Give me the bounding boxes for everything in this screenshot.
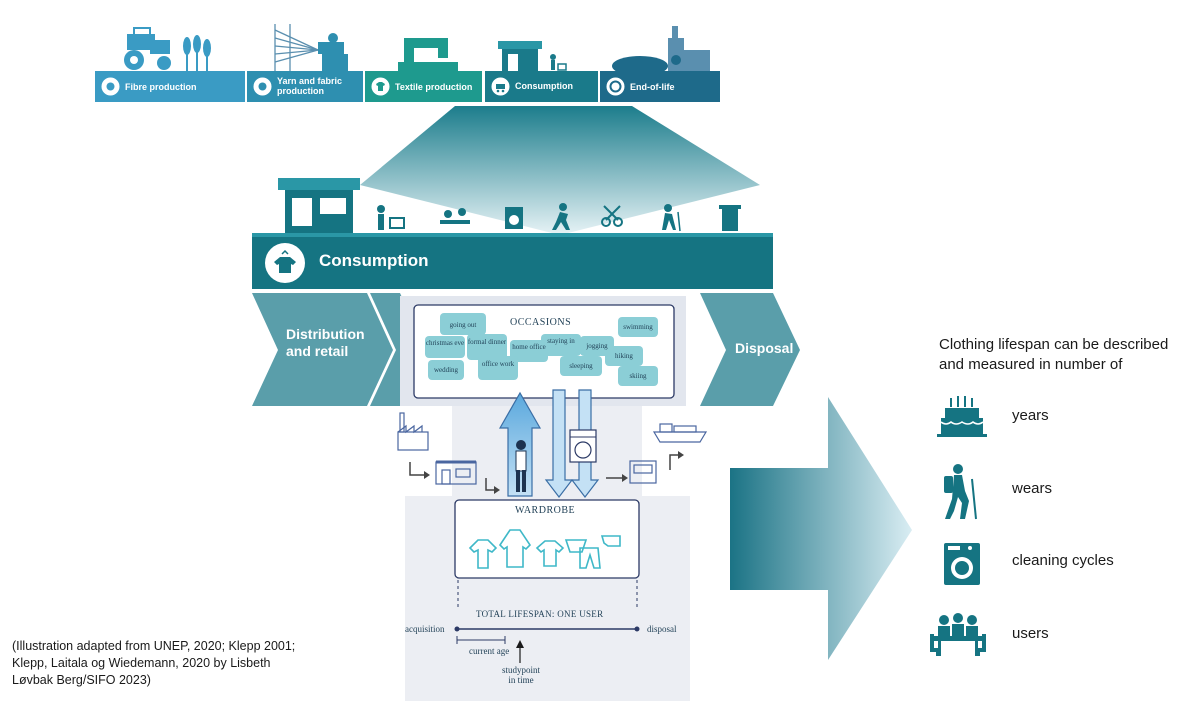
- occasion-tag: christmas eve: [425, 339, 465, 347]
- stem-panel: [452, 395, 642, 500]
- stage-yarn-fabric: Yarn and fabric production: [247, 71, 363, 102]
- occasion-tag: swimming: [623, 323, 653, 331]
- stage-label: Yarn and fabric production: [277, 76, 343, 96]
- stage-end-of-life: End-of-life: [600, 71, 720, 102]
- occasion-tag: skiing: [629, 372, 647, 380]
- stage-fibre-production: Fibre production: [95, 71, 245, 102]
- studypoint-label: studypoint in time: [501, 665, 540, 685]
- container-icon: [629, 460, 657, 484]
- occasion-tag: office work: [481, 360, 515, 368]
- tshirt-icon: [371, 77, 390, 96]
- current-age-label: current age: [469, 646, 510, 656]
- disposal-chevron: [700, 293, 800, 406]
- down-arrow-left: [544, 389, 574, 498]
- wardrobe-title: WARDROBE: [515, 505, 576, 516]
- occasion-tag: jogging: [586, 342, 608, 350]
- recycle-icon: [606, 77, 625, 96]
- value-chain-illustrations: [124, 24, 710, 76]
- washing-machine-icon: [944, 543, 980, 585]
- credit-note: (Illustration adapted from UNEP, 2020; K…: [12, 639, 296, 687]
- fibre-icon: [101, 77, 120, 96]
- factory-icon: [397, 412, 429, 451]
- consumption-icons: [278, 178, 741, 233]
- occasion-tag: staying in: [547, 337, 575, 345]
- clothing-icons: [468, 529, 621, 569]
- zoom-funnel: [360, 106, 760, 235]
- distribution-label: Distribution and retail: [286, 326, 365, 359]
- consumption-band: [252, 233, 773, 289]
- consumption-title: Consumption: [319, 251, 429, 270]
- occasion-tag: hiking: [615, 352, 633, 360]
- measure-label: cleaning cycles: [1012, 552, 1114, 569]
- occasion-tag: going out: [449, 321, 477, 329]
- occasion-tag: formal dinner: [467, 338, 507, 346]
- stage-label: Fibre production: [125, 82, 197, 92]
- washing-machine-icon-flow: [569, 429, 597, 463]
- timeline-title: TOTAL LIFESPAN: ONE USER: [476, 609, 604, 619]
- lifespan-arrow: [730, 397, 912, 660]
- yarn-icon: [253, 77, 272, 96]
- disposal-label: Disposal: [735, 340, 794, 356]
- occasions-title: OCCASIONS: [510, 317, 572, 328]
- timeline-start-label: acquisition: [405, 624, 445, 634]
- stage-label: End-of-life: [630, 82, 675, 92]
- timeline-end-label: disposal: [647, 624, 677, 634]
- store-icon: [435, 460, 477, 485]
- occasion-tag: sleeping: [569, 362, 593, 370]
- lifespan-heading: Clothing lifespan can be described and m…: [939, 336, 1169, 373]
- stage-label: Textile production: [395, 82, 473, 92]
- stage-label: Consumption: [515, 81, 573, 91]
- stage-consumption: Consumption: [485, 71, 598, 102]
- stage-textile-production: Textile production: [365, 71, 482, 102]
- hiker-icon: [944, 464, 977, 520]
- occasion-tag: home office: [512, 343, 546, 351]
- measure-label: users: [1012, 625, 1049, 642]
- measure-label: wears: [1012, 480, 1053, 497]
- ship-icon: [652, 423, 708, 443]
- occasion-tag: wedding: [433, 366, 459, 374]
- measure-label: years: [1012, 407, 1049, 424]
- cart-icon: [491, 77, 510, 96]
- person-icon: [515, 440, 527, 492]
- clothes-hanger-icon: [265, 243, 305, 283]
- birthday-cake-icon: [937, 396, 987, 437]
- distribution-chevron: [252, 293, 393, 406]
- occasion-tags-bg: [425, 313, 658, 386]
- people-at-table-icon: [930, 613, 986, 656]
